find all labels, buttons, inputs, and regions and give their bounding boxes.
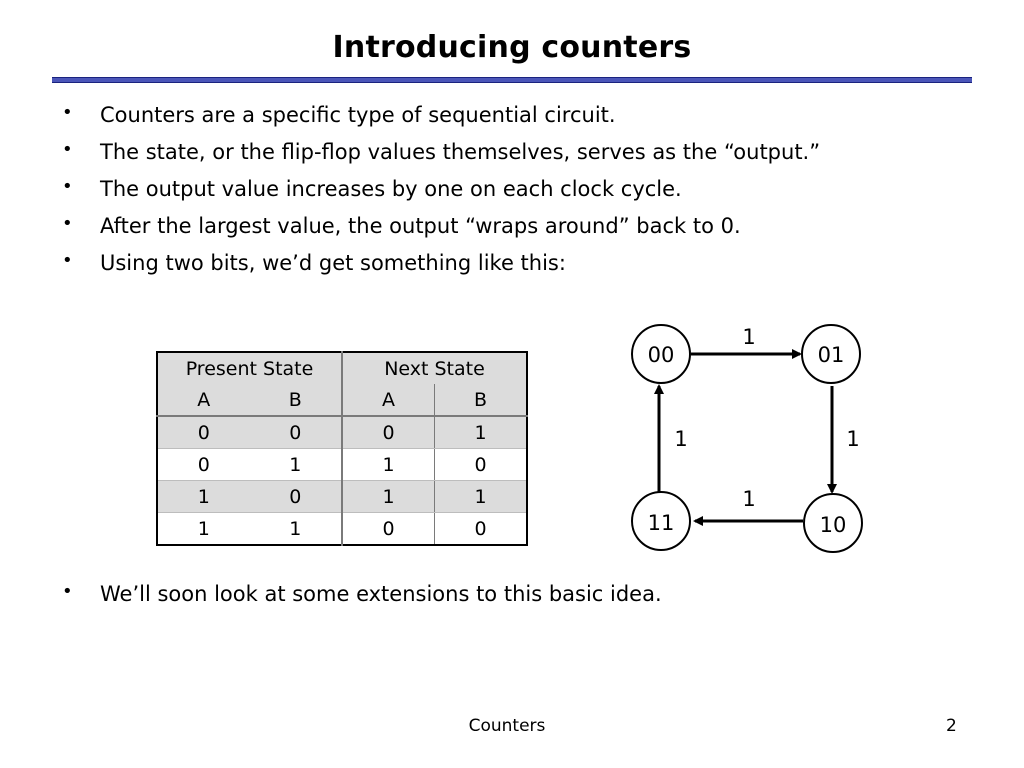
footer-title: Counters — [468, 716, 546, 736]
table-row: 1 1 0 0 — [157, 512, 527, 545]
table-row: 1 0 1 1 — [157, 480, 527, 513]
transition-label: 1 — [674, 427, 687, 451]
table-row: 0 1 1 0 — [157, 448, 527, 481]
bullet-dot-icon: • — [62, 102, 73, 123]
bullet-dot-icon: • — [62, 139, 73, 160]
bullet-item: • Counters are a specific type of sequen… — [62, 98, 982, 135]
bullet-dot-icon: • — [62, 176, 73, 197]
state-label-11: 11 — [648, 511, 675, 535]
table-cell: 1 — [197, 517, 210, 540]
closing-bullet: • We’ll soon look at some extensions to … — [62, 577, 982, 614]
table-group-header-row: Present State Next State — [157, 352, 527, 384]
bullet-item: • We’ll soon look at some extensions to … — [62, 577, 982, 614]
bullet-item: • The state, or the flip-flop values the… — [62, 135, 982, 172]
table-cell: 0 — [474, 517, 487, 540]
state-label-00: 00 — [648, 343, 675, 367]
table-sub-header-row: A B A B — [157, 384, 527, 417]
bullet-text: After the largest value, the output “wra… — [100, 214, 741, 238]
state-label-01: 01 — [818, 343, 845, 367]
table-cell: 0 — [341, 416, 435, 449]
column-header: B — [249, 384, 343, 417]
table-cell: 0 — [157, 416, 250, 449]
table-cell: 0 — [341, 512, 435, 545]
table-cell: 1 — [249, 448, 343, 481]
bullet-dot-icon: • — [62, 250, 73, 271]
column-header: A — [157, 384, 250, 417]
table-cell: 0 — [157, 448, 250, 481]
table-cell: 1 — [341, 448, 435, 481]
state-label-10: 10 — [820, 513, 847, 537]
title-underline — [52, 77, 972, 83]
present-state-header: Present State — [157, 352, 343, 384]
transition-label: 1 — [846, 427, 859, 451]
state-node-11 — [631, 491, 691, 551]
bullet-text: Counters are a specific type of sequenti… — [100, 103, 616, 127]
bullet-dot-icon: • — [62, 581, 73, 602]
state-node-00 — [631, 324, 691, 384]
transition-label: 1 — [742, 325, 755, 349]
state-node-10 — [803, 493, 863, 553]
bullet-text: The output value increases by one on eac… — [100, 177, 682, 201]
next-state-header: Next State — [341, 352, 527, 384]
table-cell: 1 — [249, 512, 343, 545]
bullet-text: Using two bits, we’d get something like … — [100, 251, 566, 275]
state-node-01 — [801, 324, 861, 384]
table-cell: 1 — [157, 480, 250, 513]
table-cell: 1 — [434, 416, 527, 449]
bullet-text: The state, or the flip-flop values thems… — [100, 140, 821, 164]
column-header: A — [341, 384, 435, 417]
column-header: B — [434, 384, 527, 417]
bullet-item: • After the largest value, the output “w… — [62, 209, 982, 246]
bullet-item: • The output value increases by one on e… — [62, 172, 982, 209]
bullet-list: • Counters are a specific type of sequen… — [62, 98, 982, 283]
table-cell: 0 — [434, 448, 527, 481]
bullet-text: We’ll soon look at some extensions to th… — [100, 582, 662, 606]
bullet-dot-icon: • — [62, 213, 73, 234]
table-cell: 0 — [249, 416, 343, 449]
slide-title: Introducing counters — [332, 30, 692, 65]
page-number: 2 — [946, 716, 957, 736]
state-diagram: 00 01 10 11 1 1 1 1 — [631, 324, 863, 553]
bullet-item: • Using two bits, we’d get something lik… — [62, 246, 982, 283]
table-cell: 0 — [249, 480, 343, 513]
table-row: 0 0 0 1 — [157, 416, 527, 449]
transition-label: 1 — [742, 487, 755, 511]
table-cell: 1 — [434, 480, 527, 513]
table-cell: 1 — [341, 480, 435, 513]
state-table: Present State Next State A B A B 0 0 0 1… — [156, 351, 528, 546]
